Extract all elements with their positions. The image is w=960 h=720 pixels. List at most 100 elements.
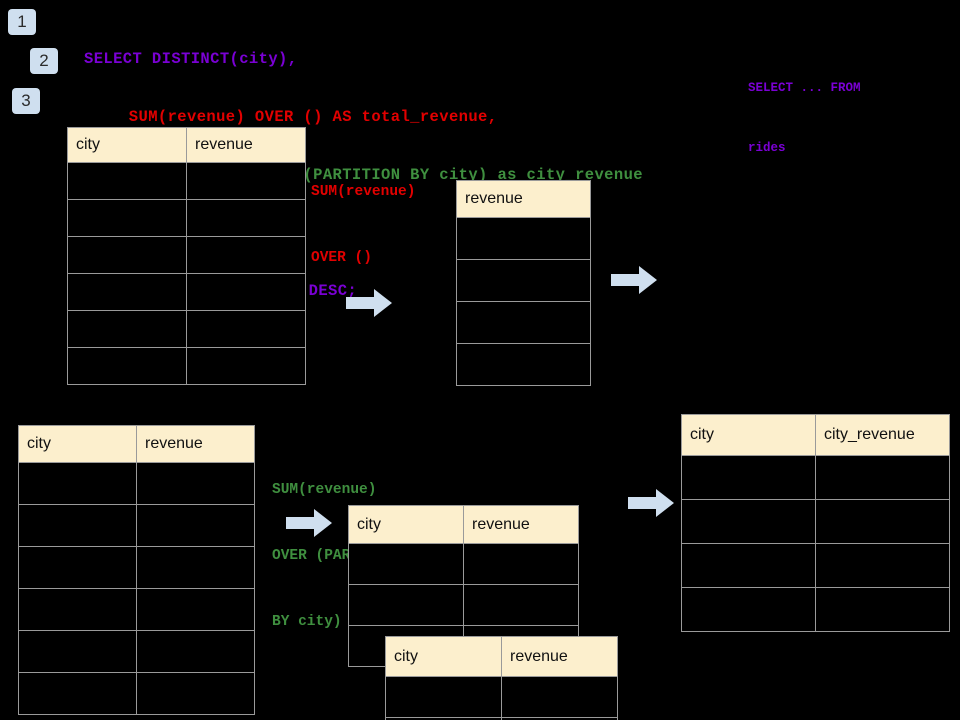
table-header-row: revenue — [456, 180, 591, 218]
table-row — [67, 347, 306, 385]
table-cell — [681, 587, 816, 632]
table-cell — [681, 543, 816, 588]
annotation-select-from-rides-line2: rides — [748, 141, 786, 155]
column-header-city_revenue: city_revenue — [815, 414, 950, 456]
table-row — [18, 546, 255, 589]
table-row — [681, 499, 950, 544]
table-row — [67, 162, 306, 200]
table-row — [456, 301, 591, 344]
table-cell — [18, 630, 137, 673]
table-cell — [186, 273, 306, 311]
sql-line-select-distinct: SELECT DISTINCT(city), — [84, 50, 298, 68]
table-cell — [18, 462, 137, 505]
table-cell — [456, 343, 591, 386]
table-cell — [501, 717, 618, 720]
table-cell — [385, 676, 502, 718]
table-cell — [18, 672, 137, 715]
table-cell — [136, 672, 255, 715]
table-cell — [67, 236, 187, 274]
table-row — [681, 455, 950, 500]
column-header-revenue: revenue — [186, 127, 306, 163]
table-cell — [67, 347, 187, 385]
table-cell — [136, 504, 255, 547]
step-badge-2-label: 2 — [39, 51, 49, 70]
step-badge-2: 2 — [30, 48, 58, 74]
table-row — [18, 462, 255, 505]
column-header-city: city — [67, 127, 187, 163]
arrow-revenue-to-result — [611, 266, 657, 294]
annotation-sum-over-partition-line1: SUM(revenue) — [272, 482, 377, 498]
table-row — [681, 543, 950, 588]
column-header-city: city — [681, 414, 816, 456]
table-row — [67, 273, 306, 311]
table-cell — [456, 259, 591, 302]
arrow-partition-to-result — [628, 489, 674, 517]
table-row — [348, 543, 579, 585]
table-cell — [136, 546, 255, 589]
annotation-sum-over-partition-line3: BY city) — [272, 614, 342, 630]
column-header-revenue: revenue — [136, 425, 255, 463]
table-cell — [463, 543, 579, 585]
table-row — [67, 199, 306, 237]
table-row — [456, 217, 591, 260]
table-row — [18, 672, 255, 715]
table-row — [456, 343, 591, 386]
total-revenue-table: revenue — [456, 180, 591, 386]
table-row — [18, 504, 255, 547]
table-cell — [136, 630, 255, 673]
table-cell — [501, 676, 618, 718]
column-header-city: city — [18, 425, 137, 463]
column-header-revenue: revenue — [456, 180, 591, 218]
table-cell — [67, 162, 187, 200]
column-header-revenue: revenue — [501, 636, 618, 677]
sql-line-sum-over-empty: SUM(revenue) OVER () AS total_revenue, — [128, 108, 498, 126]
annotation-sum-over-empty-line1: SUM(revenue) — [311, 184, 416, 200]
arrow-rides-to-revenue — [346, 289, 392, 317]
table-cell — [136, 588, 255, 631]
table-row — [67, 310, 306, 348]
table-cell — [186, 199, 306, 237]
table-row — [348, 584, 579, 626]
table-row — [681, 587, 950, 632]
table-cell — [186, 310, 306, 348]
table-cell — [681, 455, 816, 500]
table-row — [385, 676, 618, 718]
step-badge-3: 3 — [12, 88, 40, 114]
table-row — [385, 717, 618, 720]
step-badge-1-label: 1 — [17, 12, 27, 31]
column-header-city: city — [348, 505, 464, 544]
table-cell — [18, 588, 137, 631]
annotation-sum-over-empty-line2: OVER () — [311, 250, 372, 266]
table-cell — [463, 584, 579, 626]
table-cell — [348, 584, 464, 626]
table-cell — [456, 301, 591, 344]
table-cell — [18, 504, 137, 547]
table-cell — [348, 543, 464, 585]
step-badge-1: 1 — [8, 9, 36, 35]
table-row — [18, 630, 255, 673]
annotation-sum-over-empty: SUM(revenue) OVER () — [311, 137, 415, 313]
table-cell — [815, 543, 950, 588]
table-cell — [67, 199, 187, 237]
table-cell — [186, 236, 306, 274]
table-row — [456, 259, 591, 302]
table-cell — [681, 499, 816, 544]
annotation-select-from-rides: SELECT ... FROM rides — [748, 38, 861, 198]
table-cell — [815, 455, 950, 500]
table-cell — [67, 273, 187, 311]
column-header-city: city — [385, 636, 502, 677]
step-badge-3-label: 3 — [21, 91, 31, 110]
table-cell — [186, 347, 306, 385]
table-cell — [136, 462, 255, 505]
table-cell — [18, 546, 137, 589]
